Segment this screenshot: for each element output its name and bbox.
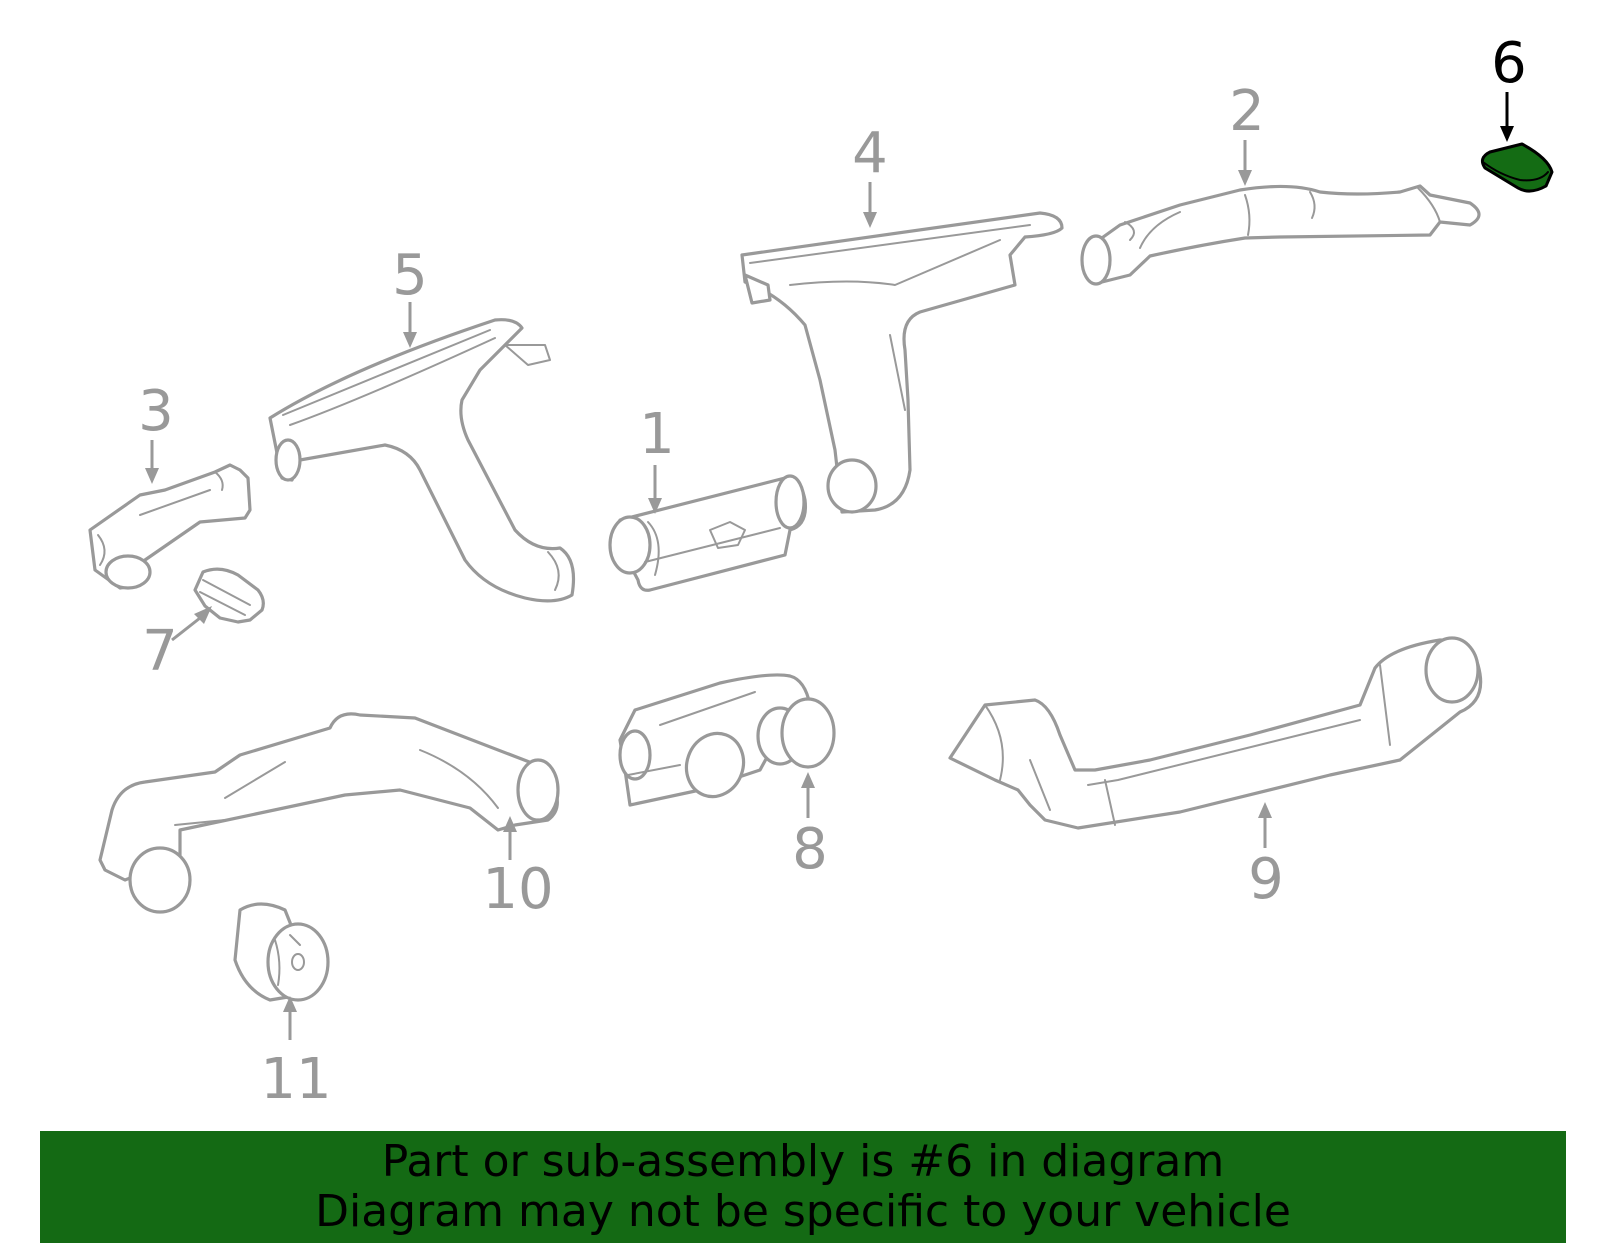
leader-7 bbox=[171, 606, 212, 642]
callout-7[interactable]: 7 bbox=[142, 619, 178, 684]
banner-line-1: Part or sub-assembly is #6 in diagram bbox=[381, 1136, 1225, 1187]
leader-6 bbox=[1500, 92, 1514, 142]
callout-11[interactable]: 11 bbox=[260, 1047, 331, 1112]
callout-2[interactable]: 2 bbox=[1229, 79, 1265, 144]
callout-10[interactable]: 10 bbox=[482, 857, 553, 922]
callout-5[interactable]: 5 bbox=[392, 243, 428, 308]
part-3-duct[interactable] bbox=[88, 463, 252, 590]
leader-8 bbox=[801, 772, 815, 818]
callout-1[interactable]: 1 bbox=[639, 402, 675, 467]
part-6-clip[interactable] bbox=[1480, 142, 1554, 193]
part-5-vent[interactable] bbox=[268, 318, 576, 603]
leader-5 bbox=[403, 302, 417, 348]
leader-11 bbox=[283, 996, 297, 1040]
leader-9 bbox=[1258, 802, 1272, 848]
leader-4 bbox=[863, 182, 877, 228]
part-2-duct[interactable] bbox=[1080, 184, 1481, 286]
callout-3[interactable]: 3 bbox=[138, 379, 174, 444]
part-8-vent-housing[interactable] bbox=[618, 673, 836, 807]
leader-10 bbox=[503, 816, 517, 860]
callout-4[interactable]: 4 bbox=[852, 121, 888, 186]
banner-line-2: Diagram may not be specific to your vehi… bbox=[315, 1186, 1291, 1237]
part-7-grommet[interactable] bbox=[193, 567, 265, 624]
part-1-duct[interactable] bbox=[608, 474, 808, 592]
part-4-vent[interactable] bbox=[740, 211, 1064, 514]
callout-9[interactable]: 9 bbox=[1248, 847, 1284, 912]
leader-1 bbox=[648, 465, 662, 514]
leader-2 bbox=[1238, 140, 1252, 186]
callout-6[interactable]: 6 bbox=[1491, 31, 1527, 96]
part-10-duct[interactable] bbox=[98, 712, 560, 914]
part-9-duct[interactable] bbox=[948, 636, 1483, 830]
info-banner: Part or sub-assembly is #6 in diagram Di… bbox=[40, 1131, 1566, 1243]
leader-3 bbox=[145, 440, 159, 484]
part-11-register[interactable] bbox=[233, 902, 330, 1002]
callout-8[interactable]: 8 bbox=[792, 817, 828, 882]
